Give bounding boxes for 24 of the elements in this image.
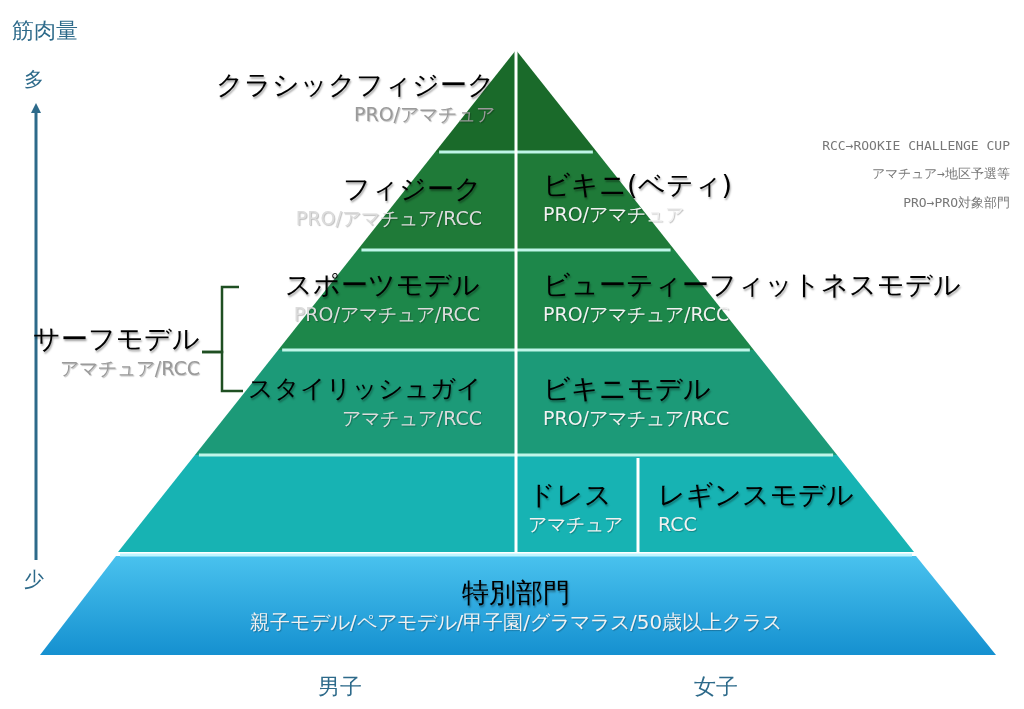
category-subtext: アマチュア/RCC (58, 356, 200, 380)
category-name: ビキニモデル (543, 372, 712, 406)
column-label: 男子 (318, 673, 362, 701)
legend-note: アマチュア→地区予選等 (872, 165, 1010, 183)
category-subtext: アマチュア/RCC (340, 406, 482, 430)
category-subtext: RCC (658, 512, 698, 536)
axis-title: 筋肉量 (12, 17, 78, 45)
category-subtext: アマチュア (528, 512, 624, 536)
axis-label: 多 (24, 66, 44, 93)
category-name: レギンスモデル (658, 478, 855, 512)
category-subtext: 親子モデル/ペアモデル/甲子園/グラマラス/50歳以上クラス (248, 610, 784, 634)
category-name: 特別部門 (461, 576, 571, 610)
category-subtext: PRO/アマチュア/RCC (543, 406, 731, 430)
bracket (202, 350, 243, 393)
axis-label: 少 (24, 566, 44, 593)
category-name: クラシックフィジーク (215, 68, 495, 102)
column-label: 女子 (694, 673, 738, 701)
category-name: ビキニ(ベティ) (543, 168, 734, 202)
category-name: スタイリッシュガイ (247, 373, 482, 405)
legend-note: RCC→ROOKIE CHALLENGE CUP (822, 138, 1010, 153)
category-subtext: PRO/アマチュア/RCC (543, 302, 731, 326)
category-name: フィジーク (342, 172, 482, 206)
legend-note: PRO→PRO対象部門 (903, 194, 1010, 212)
category-name: ドレス (528, 478, 613, 512)
